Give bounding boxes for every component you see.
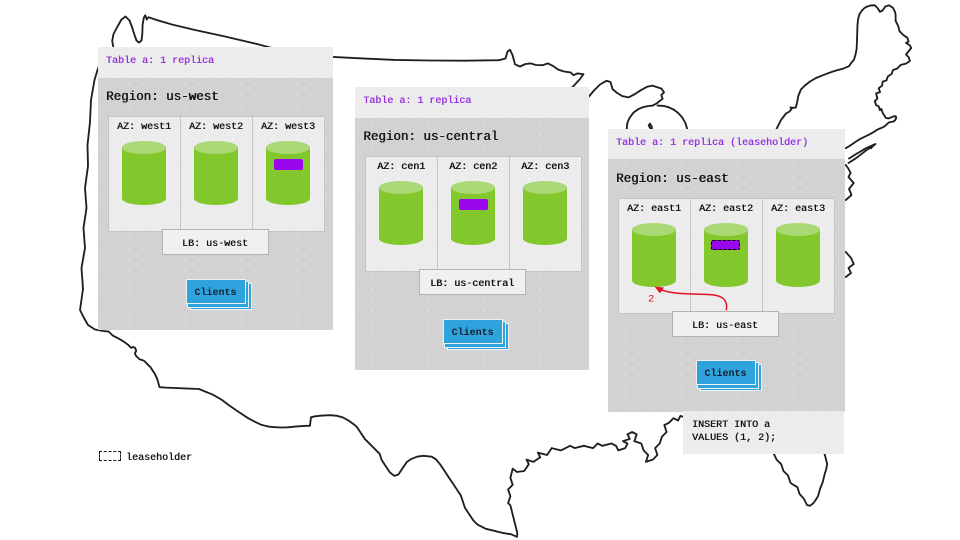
svg-text:2: 2 — [648, 294, 654, 306]
